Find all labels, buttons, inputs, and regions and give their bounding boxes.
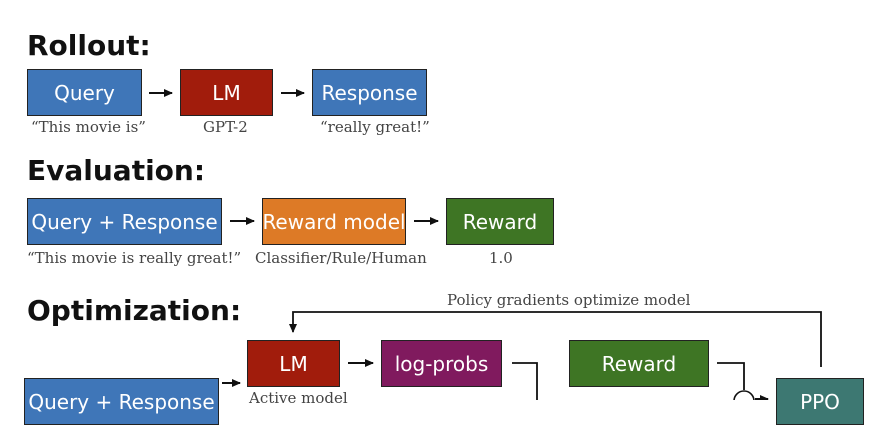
rollout-query-caption: “This movie is”	[31, 118, 146, 136]
optimization-lm-box: LM	[247, 340, 340, 387]
rollout-lm-box: LM	[180, 69, 273, 116]
evaluation-query-response-caption: “This movie is really great!”	[27, 249, 242, 267]
rollout-query-box: Query	[27, 69, 142, 116]
log-probs-out-line	[512, 362, 538, 400]
connector-layer	[149, 89, 822, 400]
rollout-response-box: Response	[312, 69, 427, 116]
rollout-response-caption: “really great!”	[320, 118, 430, 136]
optimization-heading: Optimization:	[27, 294, 242, 327]
rollout-heading: Rollout:	[27, 29, 151, 62]
reward-model-caption: Classifier/Rule/Human	[255, 249, 427, 267]
reward-out-line	[717, 362, 745, 390]
policy-gradient-feedback-line	[289, 311, 822, 367]
reward-model-box: Reward model	[262, 198, 406, 245]
combiner-circle	[733, 390, 755, 400]
evaluation-reward-box: Reward	[446, 198, 554, 245]
policy-gradient-label: Policy gradients optimize model	[447, 291, 691, 309]
evaluation-query-response-box: Query + Response	[27, 198, 222, 245]
evaluation-heading: Evaluation:	[27, 154, 206, 187]
log-probs-box: log-probs	[381, 340, 502, 387]
rollout-lm-caption: GPT-2	[203, 118, 248, 136]
reward-value-caption: 1.0	[489, 249, 513, 267]
optimization-reward-box: Reward	[569, 340, 709, 387]
